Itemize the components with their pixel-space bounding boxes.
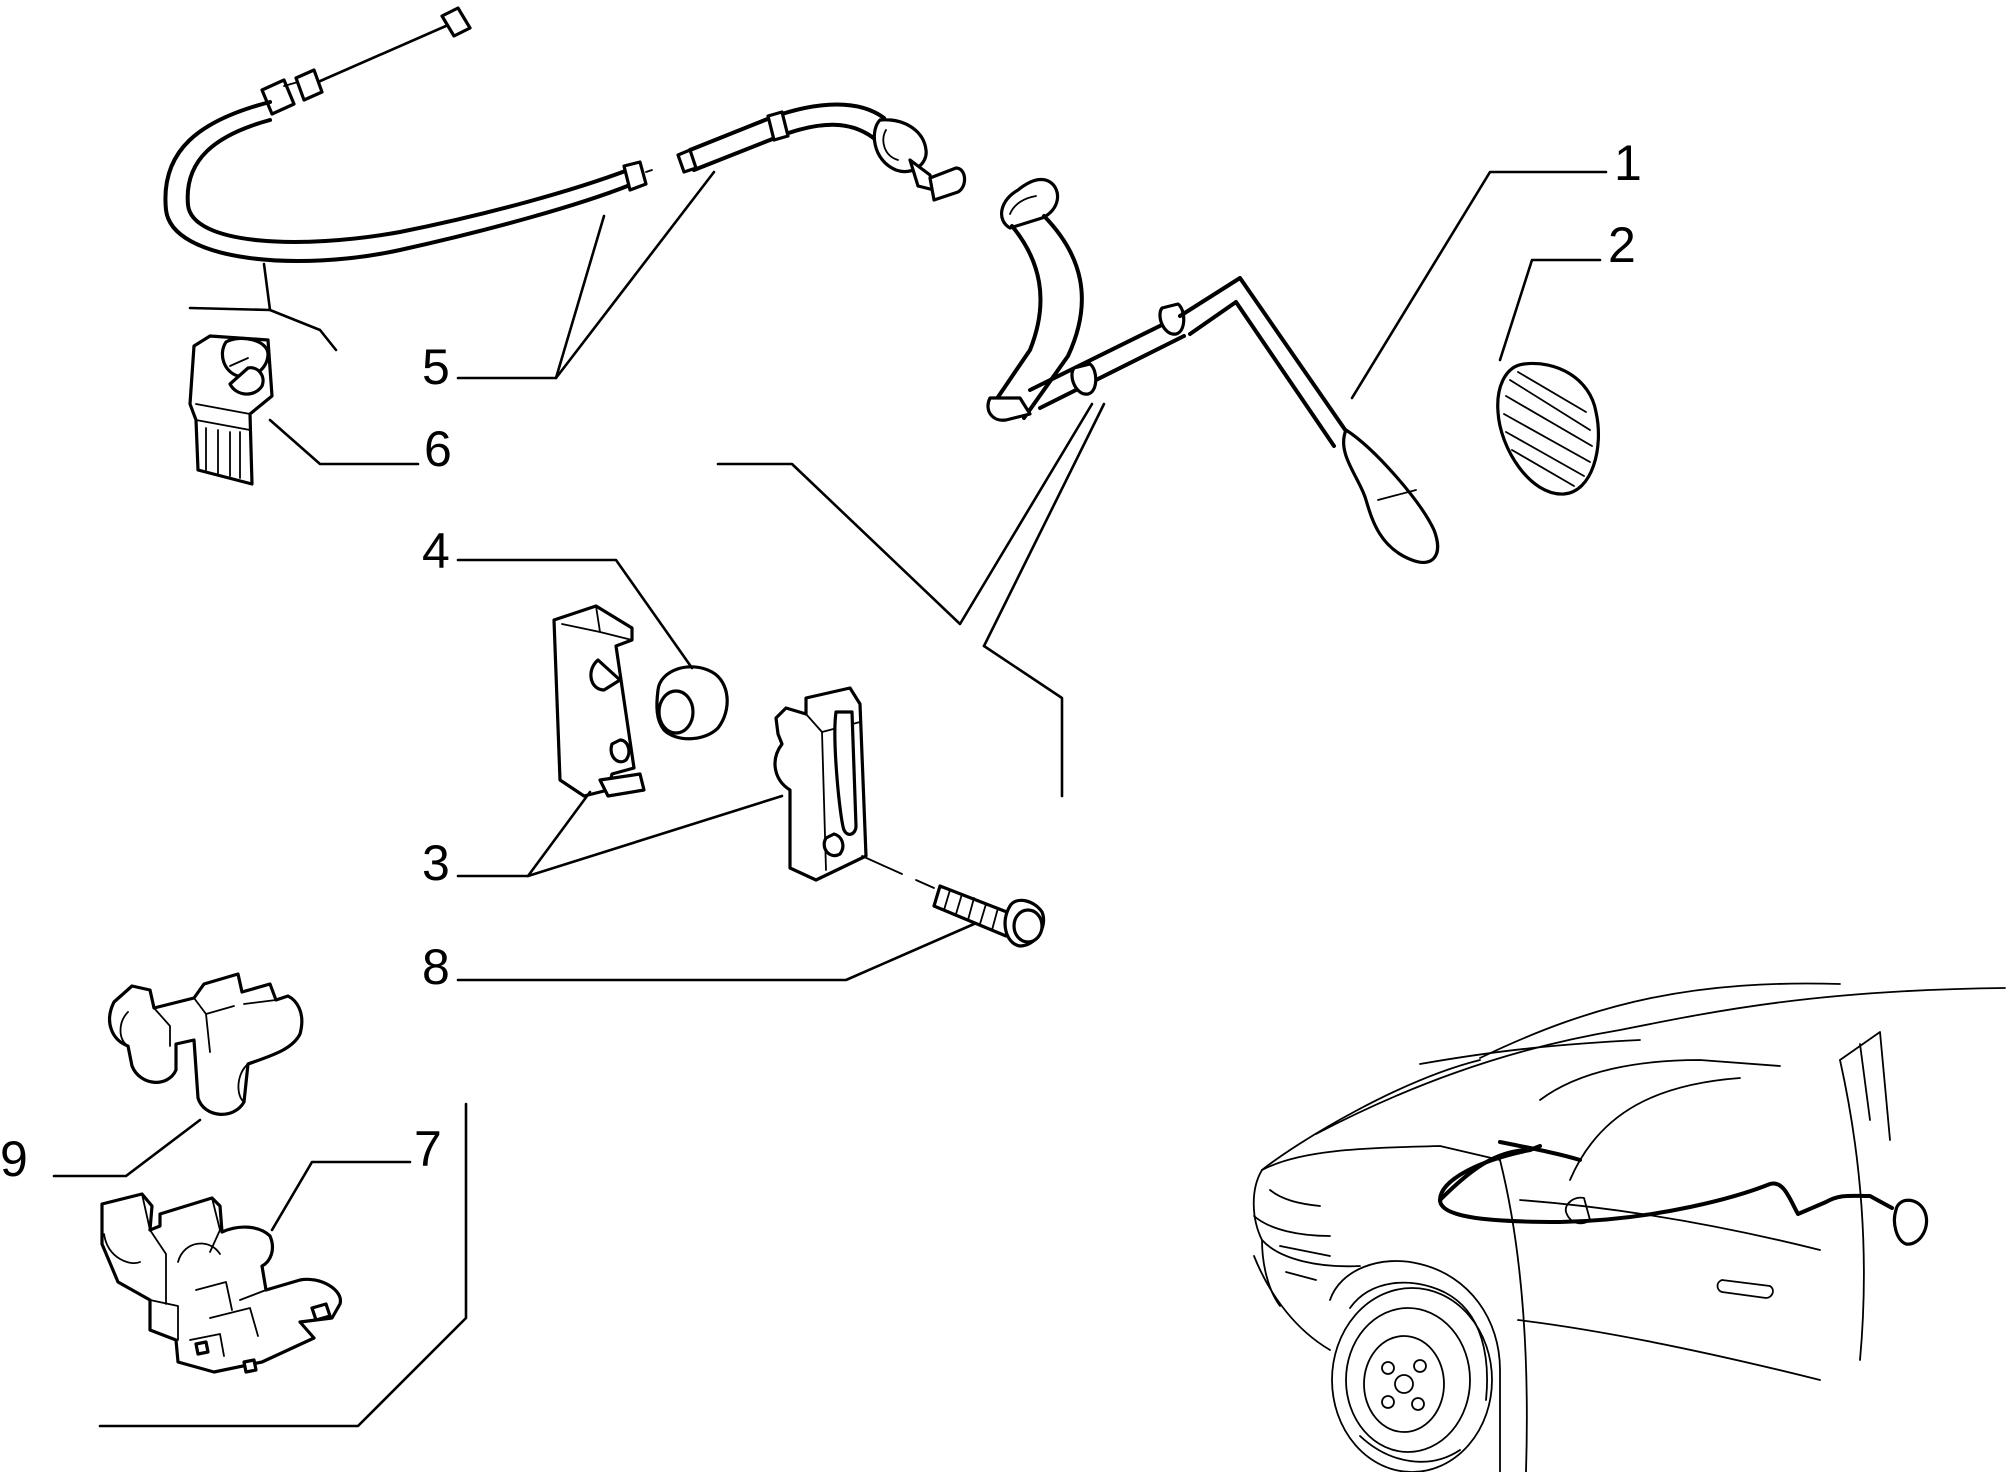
callout-1: 1 <box>1614 135 1642 191</box>
callout-5: 5 <box>422 339 450 395</box>
pivot-bushing <box>655 665 729 741</box>
cable-clip-holder <box>100 1192 342 1374</box>
callout-4: 4 <box>422 523 450 579</box>
callout-9: 9 <box>0 1131 28 1187</box>
fixing-screw <box>861 855 1046 948</box>
callout-7: 7 <box>414 1121 442 1177</box>
leader-lines <box>52 170 1608 1428</box>
callout-3: 3 <box>422 835 450 891</box>
callout-numbers: 1 2 5 6 4 3 8 7 9 <box>0 135 1642 1187</box>
accelerator-cable <box>163 6 967 263</box>
pivot-support-right <box>773 686 868 882</box>
cable-clip <box>108 972 304 1116</box>
accelerator-pedal-arm <box>986 177 1440 565</box>
callout-2: 2 <box>1608 217 1636 273</box>
pedal-pad-cover <box>1496 361 1601 496</box>
pivot-support-left <box>552 604 646 798</box>
callout-8: 8 <box>422 939 450 995</box>
callout-6: 6 <box>424 421 452 477</box>
vehicle-location-sketch <box>1252 982 2006 1472</box>
cable-bracket <box>188 334 274 486</box>
